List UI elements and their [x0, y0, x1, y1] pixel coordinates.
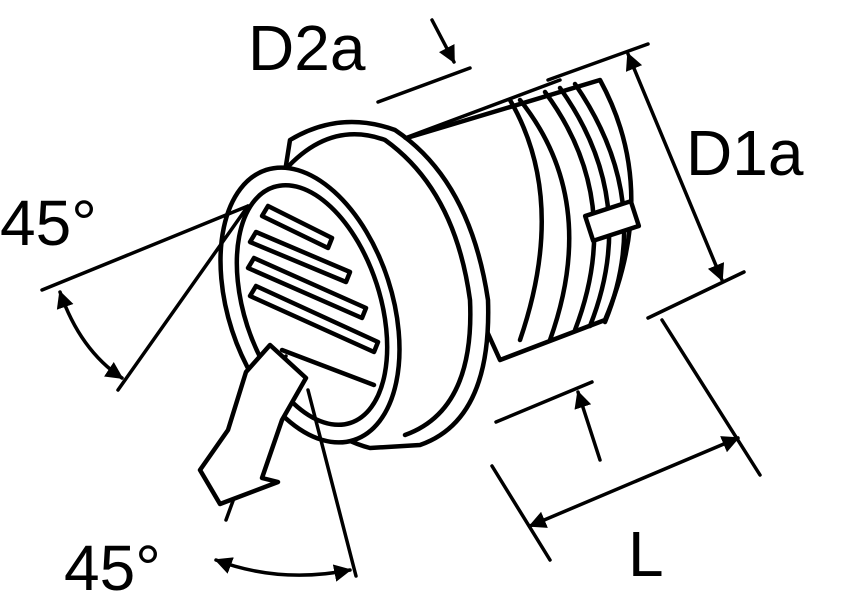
label-d2a: D2a: [248, 12, 366, 84]
grille-slats: [245, 203, 381, 388]
label-d1a: D1a: [686, 117, 804, 189]
dimension-d2a: D2a: [248, 12, 562, 140]
angle-bottom: 45°: [64, 342, 358, 604]
rear-rings: [517, 81, 642, 343]
label-angle-bottom: 45°: [64, 532, 161, 604]
dimension-d1a: D1a: [546, 42, 804, 320]
airflow-arrow: [197, 342, 309, 507]
label-angle-top: 45°: [0, 187, 97, 259]
label-length: L: [628, 518, 664, 590]
angle-top: 45°: [0, 187, 250, 392]
dimension-length: L: [490, 318, 762, 590]
